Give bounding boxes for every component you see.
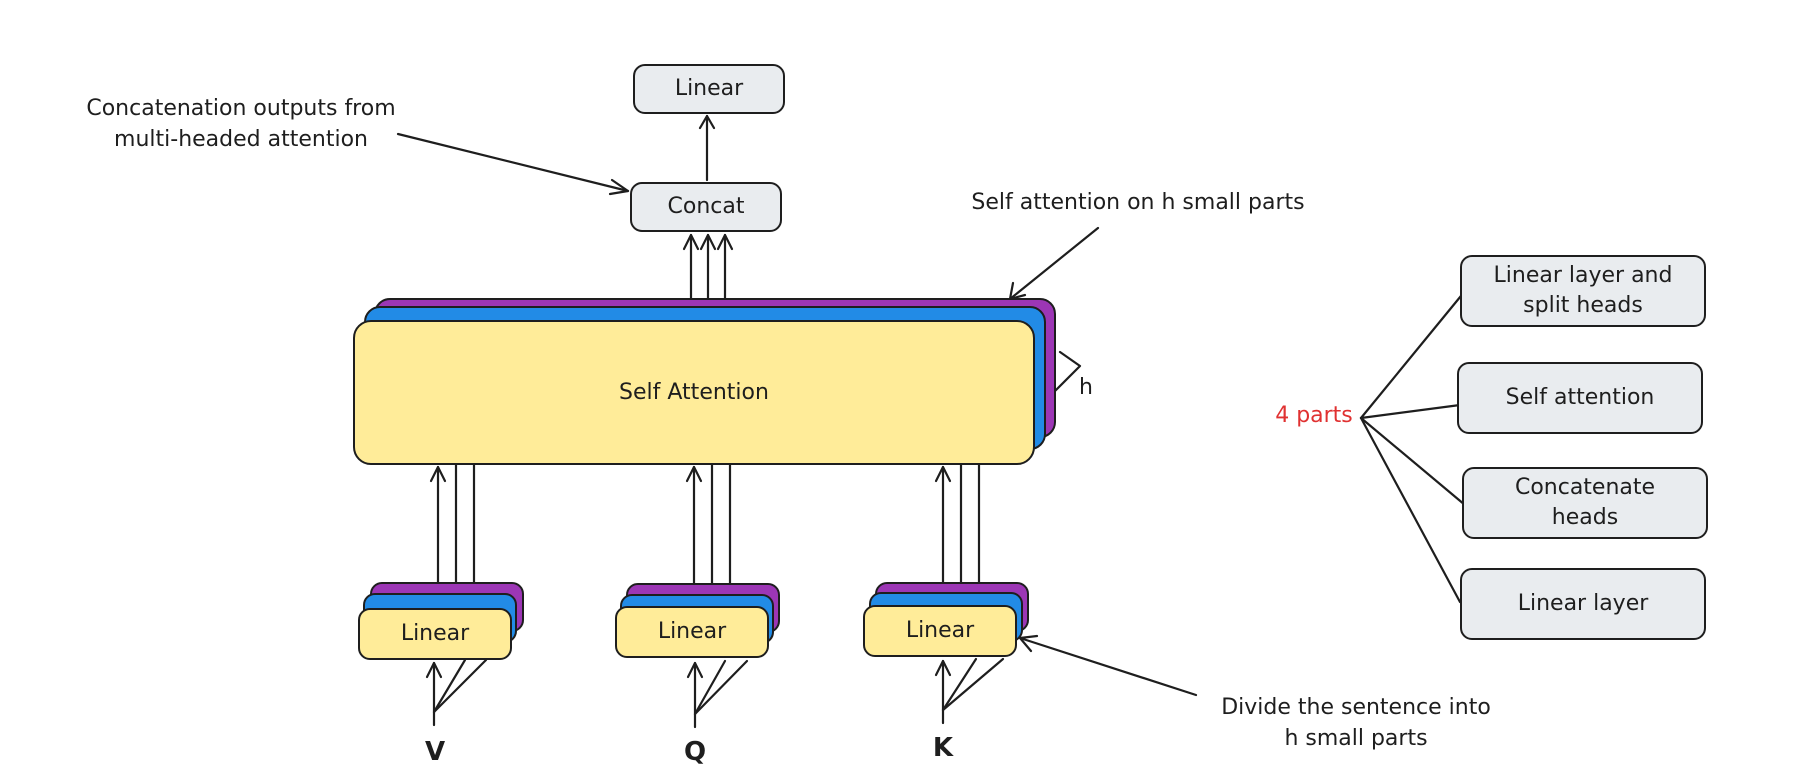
part-linear-split-heads: Linear layer and split heads [1460,255,1706,327]
input-q-label: Q [683,737,707,767]
concat-note-arrow [396,132,630,193]
self-attention-annotation: Self attention on h small parts [971,190,1305,215]
h-label: h [1079,375,1093,400]
q-linear-node: Linear [615,606,769,658]
h-bracket [1046,350,1082,400]
part-concatenate-heads: Concatenate heads [1462,467,1708,539]
parts-line-3 [1359,416,1467,507]
four-parts-label: 4 parts [1275,403,1353,428]
parts-line-2 [1359,403,1462,420]
part-linear-layer: Linear layer [1460,568,1706,640]
divide-note-arrow [1018,636,1198,697]
k-linear-node: Linear [863,605,1017,657]
part-self-attention: Self attention [1457,362,1703,434]
self-attention-node: Self Attention [353,320,1035,465]
parts-line-1 [1359,289,1467,420]
self-attention-note-arrow [1008,226,1100,301]
parts-line-4 [1359,416,1462,604]
concat-node: Concat [630,182,782,232]
v-linear-node: Linear [358,608,512,660]
linear-output-node: Linear [633,64,785,114]
input-k-label: K [932,733,954,763]
divide-annotation: Divide the sentence into h small parts [1221,695,1491,751]
input-v-label: V [424,737,446,767]
concat-to-linear-arrowhead [698,114,716,130]
concat-annotation: Concatenation outputs from multi-headed … [86,96,396,152]
